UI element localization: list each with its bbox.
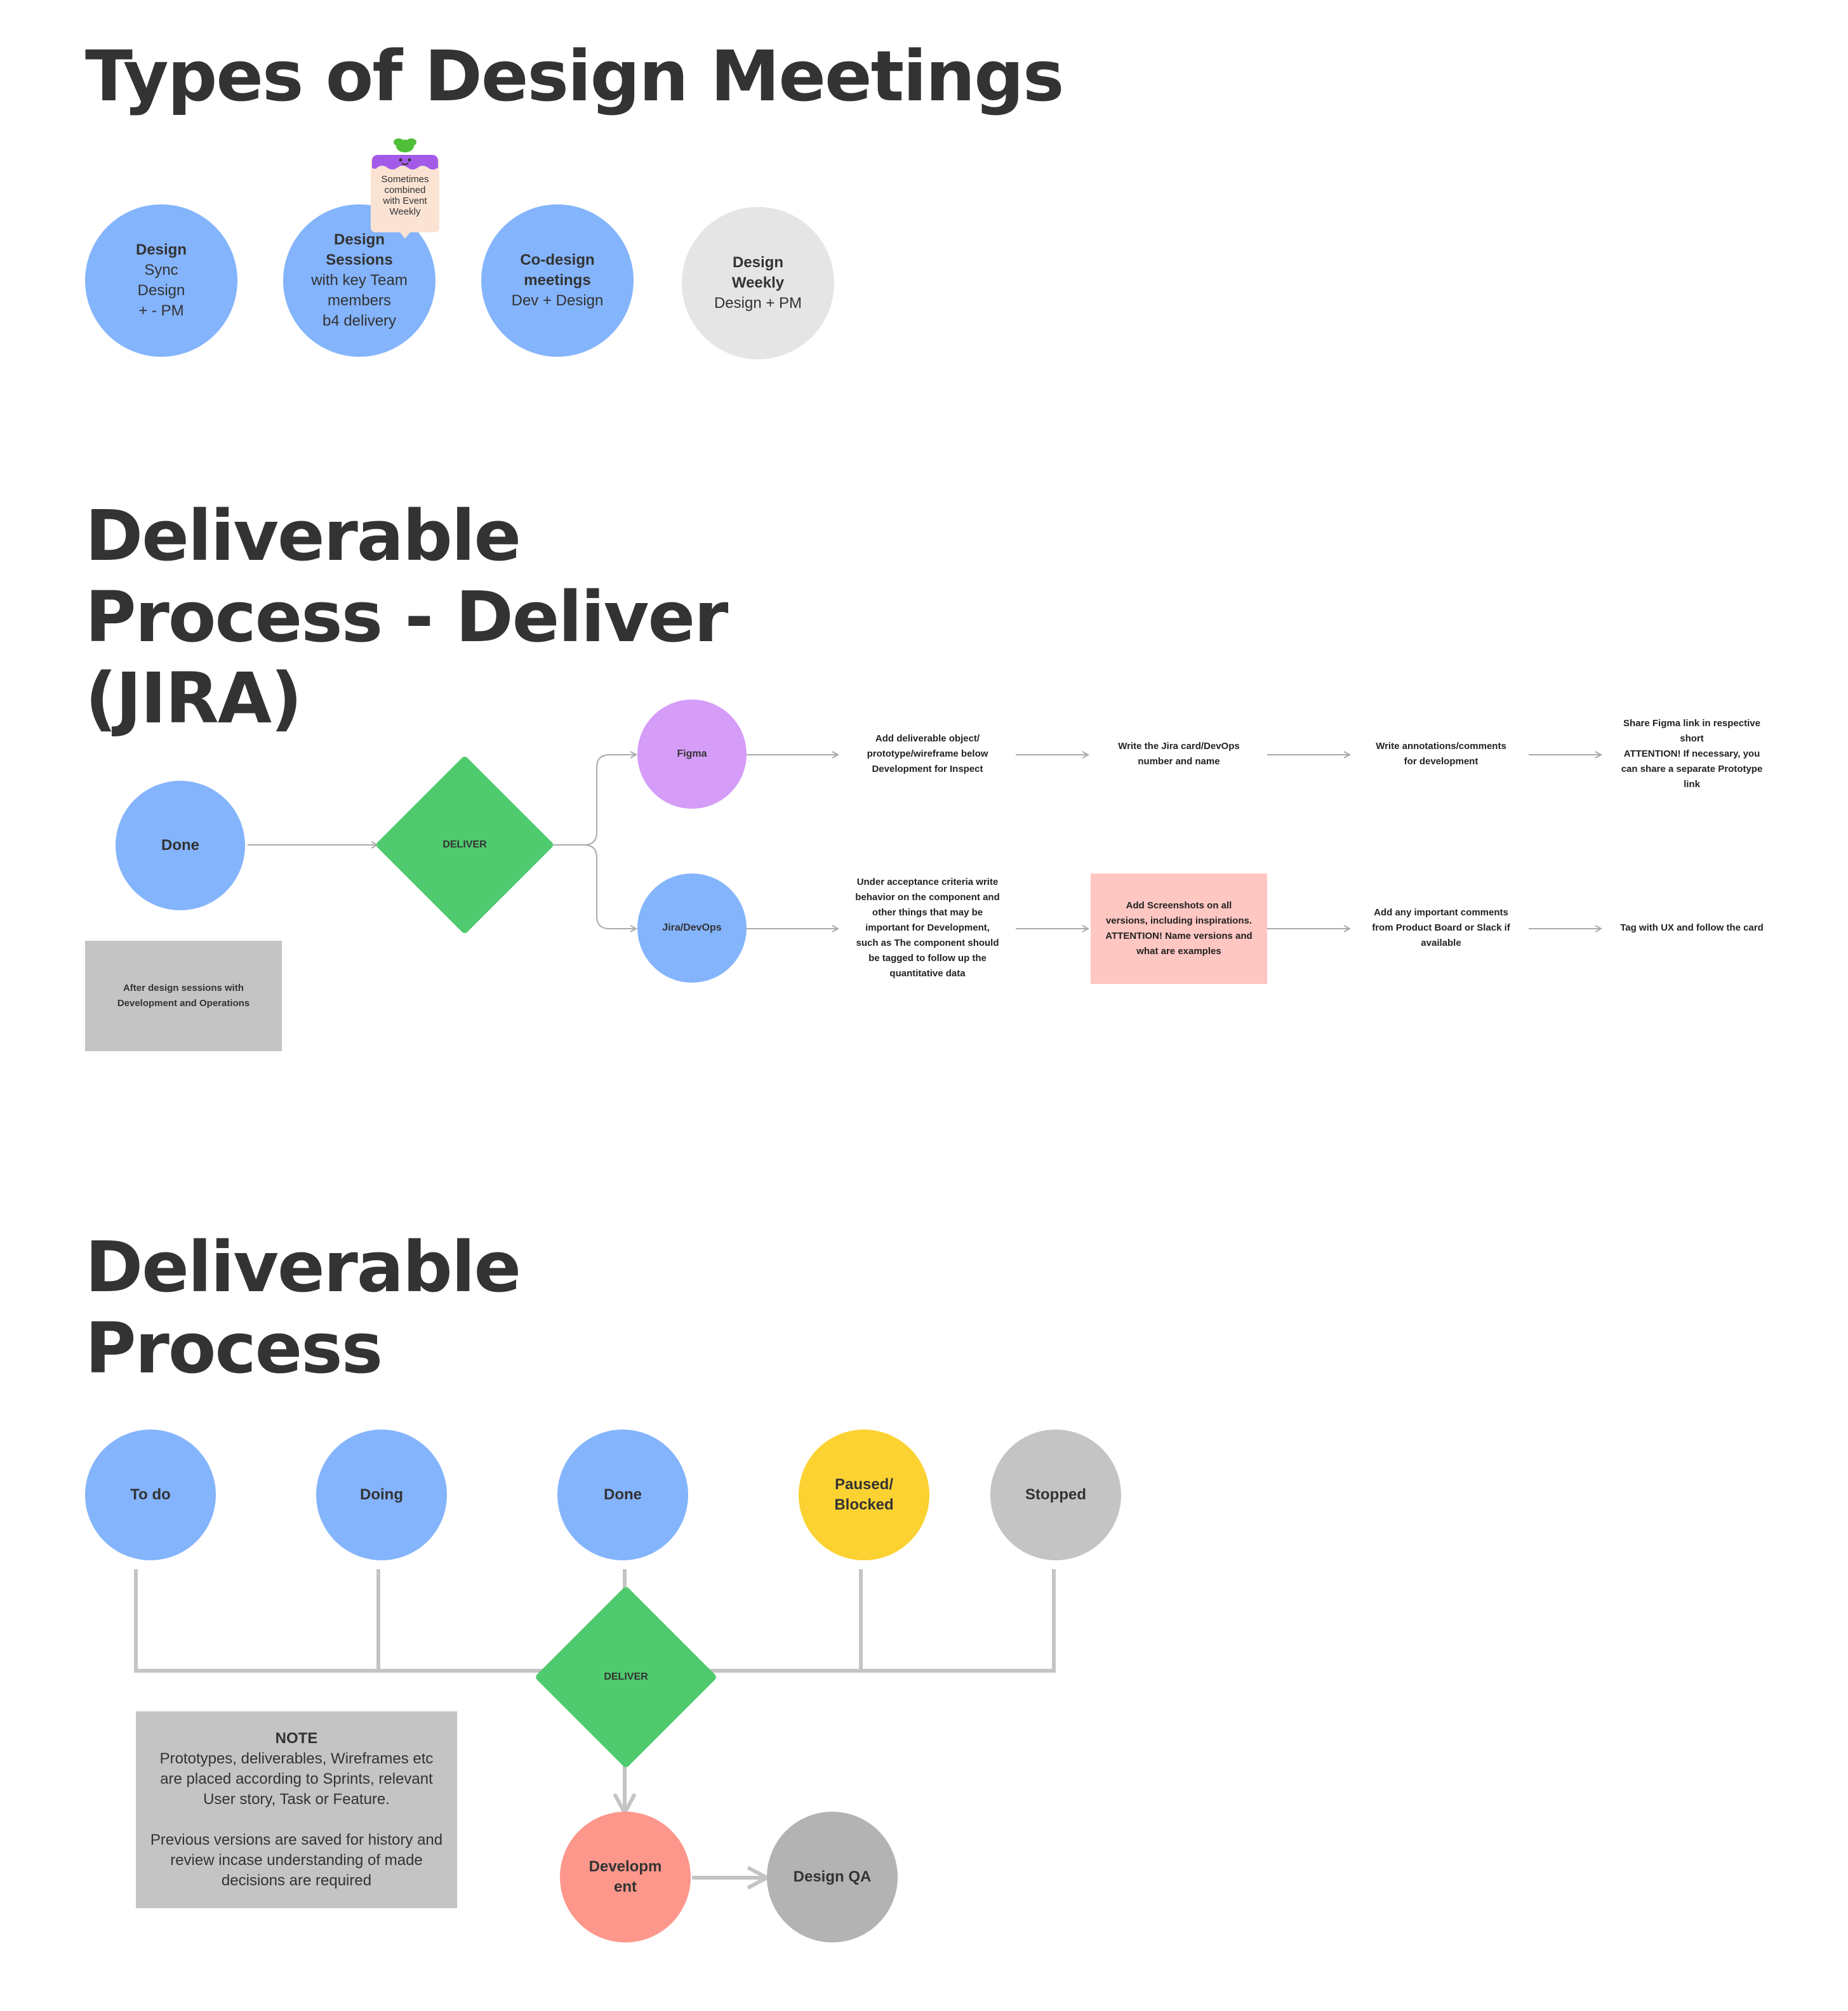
meeting-line: Sync (144, 262, 178, 279)
node-label: Design QA (793, 1868, 872, 1885)
meeting-line: with key Team (311, 272, 408, 289)
meeting-title: Co-design meetings (520, 251, 595, 289)
meeting-co-design[interactable]: Co-design meetings Dev + Design (481, 204, 634, 357)
jira-done-node[interactable]: Done (116, 781, 245, 910)
state-todo[interactable]: To do (85, 1430, 216, 1560)
node-label: Done (604, 1486, 642, 1503)
sticker-shape (371, 138, 439, 239)
jira-step-4: Tag with UX and follow the card (1620, 922, 1764, 933)
note-title: NOTE (275, 1730, 318, 1747)
jira-step-1: Under acceptance criteria write behavior… (855, 877, 1000, 979)
state-doing[interactable]: Doing (316, 1430, 447, 1560)
node-label: Figma (677, 748, 707, 759)
figma-step-1: Add deliverable object/ prototype/wirefr… (867, 733, 988, 774)
state-done[interactable]: Done (557, 1430, 688, 1560)
node-label: DELIVER (604, 1671, 648, 1682)
meeting-title: Design Sessions (326, 231, 393, 269)
meeting-design-weekly[interactable]: Design Weekly Design + PM (682, 207, 834, 359)
deliverable-title: Deliverable Process (85, 1226, 521, 1389)
process-deliver-decision[interactable]: DELIVER (534, 1581, 718, 1774)
figma-step-4: Share Figma link in respective short ATT… (1621, 718, 1763, 790)
meeting-line: members (327, 292, 392, 309)
note-body: Prototypes, deliverables, Wireframes etc… (150, 1750, 443, 1889)
node-label: To do (130, 1486, 171, 1503)
meeting-title: Design (135, 241, 187, 258)
branch-to-jira (583, 844, 636, 929)
node-label: Jira/DevOps (662, 922, 722, 933)
sticker-note[interactable]: Sometimes combined with Event Weekly (368, 137, 442, 244)
figma-step-3: Write annotations/comments for developme… (1376, 741, 1506, 767)
figma-node[interactable]: Figma (637, 700, 747, 809)
meeting-design-sync[interactable]: Design Sync Design + - PM (85, 204, 237, 357)
jira-devops-node[interactable]: Jira/DevOps (637, 873, 747, 983)
node-label: Done (161, 837, 199, 854)
meeting-line: b4 delivery (322, 312, 397, 329)
sticker-text: Sometimes combined with Event Weekly (381, 174, 429, 217)
meeting-line: Dev + Design (511, 292, 604, 309)
figma-step-2: Write the Jira card/DevOps number and na… (1118, 741, 1240, 767)
node-label: Stopped (1025, 1486, 1086, 1503)
node-label: Developm ent (588, 1858, 662, 1895)
state-paused-blocked[interactable]: Paused/ Blocked (799, 1430, 929, 1560)
branch-to-figma (552, 755, 636, 846)
meeting-line: Design (137, 282, 185, 299)
node-label: Paused/ Blocked (834, 1476, 894, 1513)
meeting-line: + - PM (138, 302, 184, 319)
after-sessions-note: After design sessions with Development a… (85, 941, 282, 1051)
node-label: Doing (360, 1486, 403, 1503)
deliver-jira-title: Deliverable Process - Deliver (JIRA) (85, 495, 728, 739)
meetings-title: Types of Design Meetings (85, 36, 1064, 117)
design-qa-node[interactable]: Design QA (767, 1812, 898, 1942)
state-stopped[interactable]: Stopped (990, 1430, 1121, 1560)
process-note-box: NOTE Prototypes, deliverables, Wireframe… (136, 1711, 457, 1908)
node-label: DELIVER (442, 839, 487, 850)
jira-step-2-box: Add Screenshots on all versions, includi… (1091, 873, 1267, 984)
jira-step-3: Add any important comments from Product … (1372, 907, 1510, 948)
meeting-title: Design Weekly (731, 254, 785, 291)
development-node[interactable]: Developm ent (560, 1812, 691, 1942)
jira-deliver-decision[interactable]: DELIVER (375, 749, 555, 941)
meeting-line: Design + PM (714, 295, 802, 312)
